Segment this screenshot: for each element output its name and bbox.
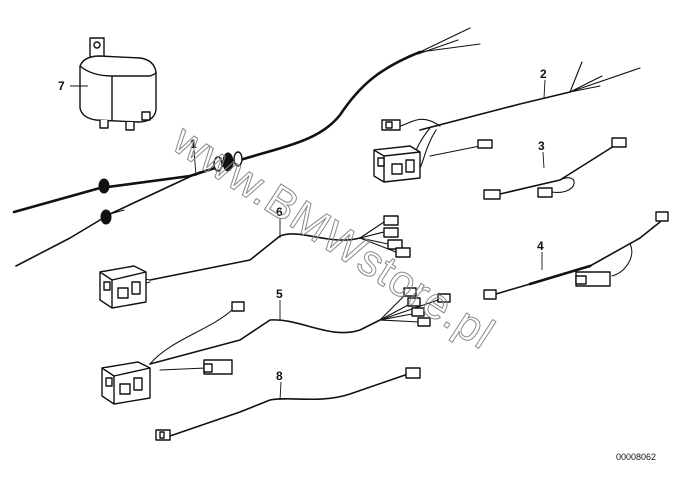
part-number-1: 1 — [190, 137, 197, 151]
relay-part-7[interactable] — [79, 37, 157, 131]
part-number-8: 8 — [276, 369, 283, 383]
grommet — [222, 152, 234, 172]
harness-part-3[interactable] — [483, 137, 627, 200]
harness-part-6[interactable] — [99, 215, 411, 309]
harness-part-2[interactable] — [373, 61, 641, 183]
part-number-6: 6 — [276, 205, 283, 219]
part-number-7: 7 — [58, 79, 65, 93]
grommet — [100, 209, 112, 225]
leader-2 — [543, 79, 546, 99]
harness-part-5[interactable] — [101, 287, 451, 405]
part-number-2: 2 — [540, 67, 547, 81]
part-number-4: 4 — [537, 239, 544, 253]
harness-part-8[interactable] — [155, 367, 421, 441]
leader-8 — [279, 381, 282, 401]
harness-part-4[interactable] — [483, 211, 669, 300]
grommet — [98, 178, 110, 194]
leader-3 — [542, 151, 545, 169]
part-number-5: 5 — [276, 287, 283, 301]
drawing-code: 00008062 — [616, 452, 656, 462]
part-number-3: 3 — [538, 139, 545, 153]
main-harness-part-1[interactable] — [12, 27, 481, 267]
leader-1 — [193, 149, 197, 177]
